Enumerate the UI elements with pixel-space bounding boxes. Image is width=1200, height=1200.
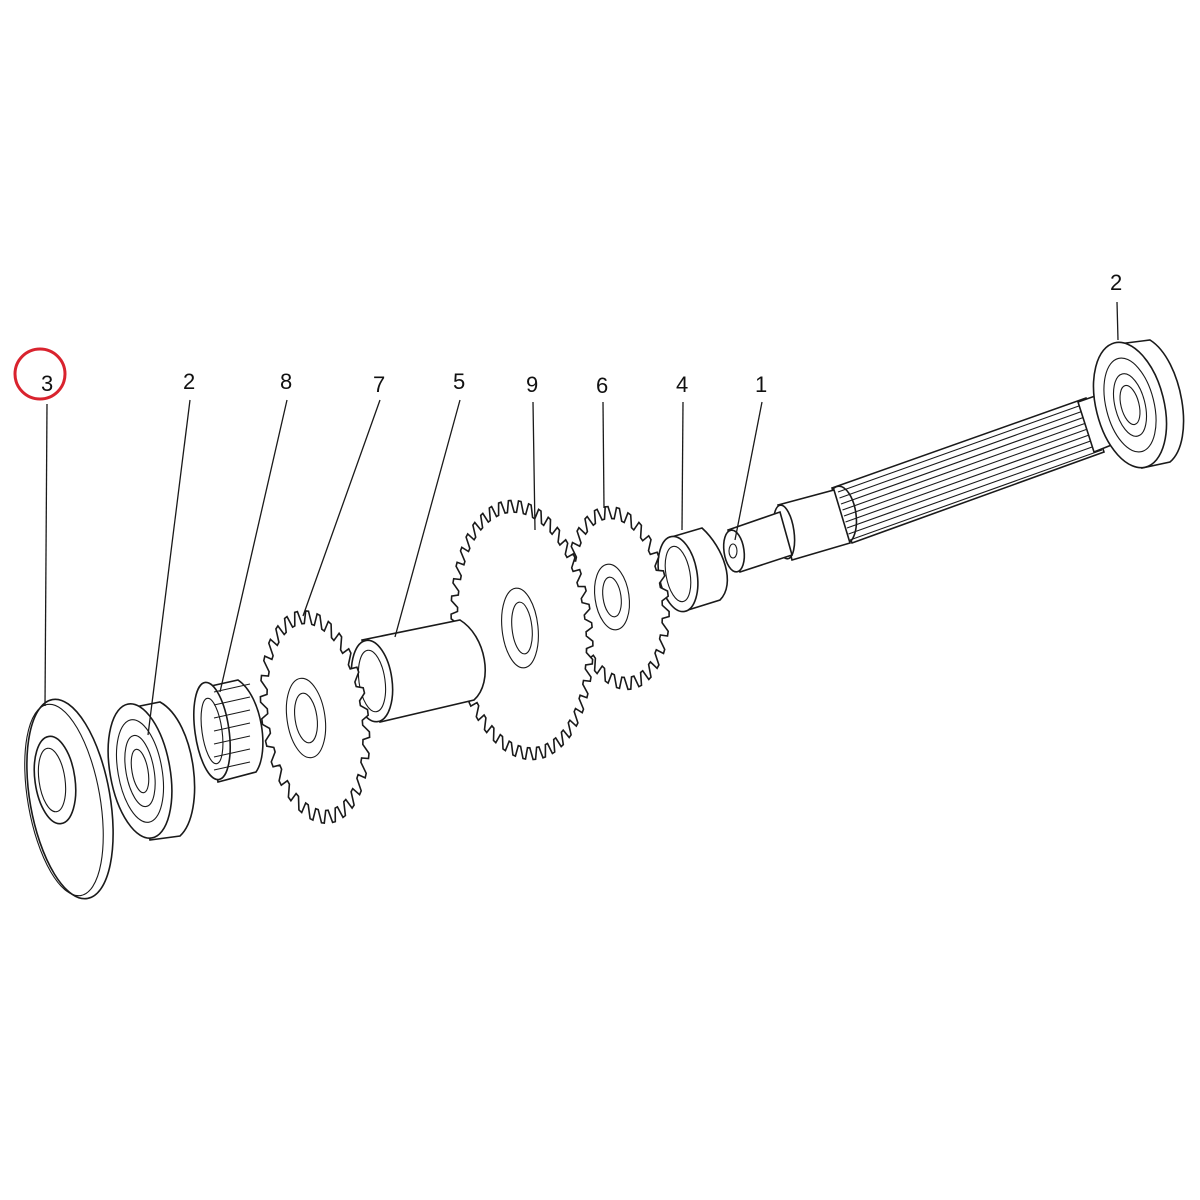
- shaft: [722, 393, 1115, 574]
- hub-rib: [213, 709, 251, 719]
- spline-groove: [840, 413, 1094, 505]
- gear-small-left: [259, 610, 371, 824]
- hub-rib: [213, 761, 251, 771]
- leader-lines: [44, 301, 1119, 736]
- spline-groove: [837, 401, 1091, 493]
- callout-8: 8: [280, 369, 292, 394]
- callout-2-left: 2: [183, 369, 195, 394]
- spline-groove: [846, 437, 1100, 529]
- hub-rib: [213, 735, 251, 745]
- spline-groove: [842, 419, 1095, 511]
- bearing-left: [107, 701, 196, 841]
- callout-3: 3: [41, 371, 53, 396]
- callout-1: 1: [755, 372, 767, 397]
- spline-groove: [839, 407, 1092, 499]
- callout-7: 7: [373, 372, 385, 397]
- spline-groove: [843, 425, 1097, 517]
- callout-labels: 3 2 8 7 5 9 6 4 1 2: [41, 270, 1122, 398]
- hub-rib: [213, 696, 251, 706]
- spline-hub: [193, 679, 264, 783]
- callout-4: 4: [676, 372, 688, 397]
- spline-groove: [848, 443, 1101, 535]
- highlight-circle: [13, 347, 67, 401]
- callout-6: 6: [596, 373, 608, 398]
- gear-large: [450, 499, 594, 761]
- spline-groove: [845, 431, 1098, 523]
- callout-2-right: 2: [1110, 270, 1122, 295]
- washer: [24, 698, 114, 900]
- hub-rib: [213, 722, 251, 732]
- callout-9: 9: [526, 372, 538, 397]
- bearing-right: [1092, 339, 1185, 469]
- spline-groove: [849, 449, 1103, 541]
- hub-rib: [213, 748, 251, 758]
- spacer-sleeve: [350, 619, 486, 723]
- callout-5: 5: [453, 369, 465, 394]
